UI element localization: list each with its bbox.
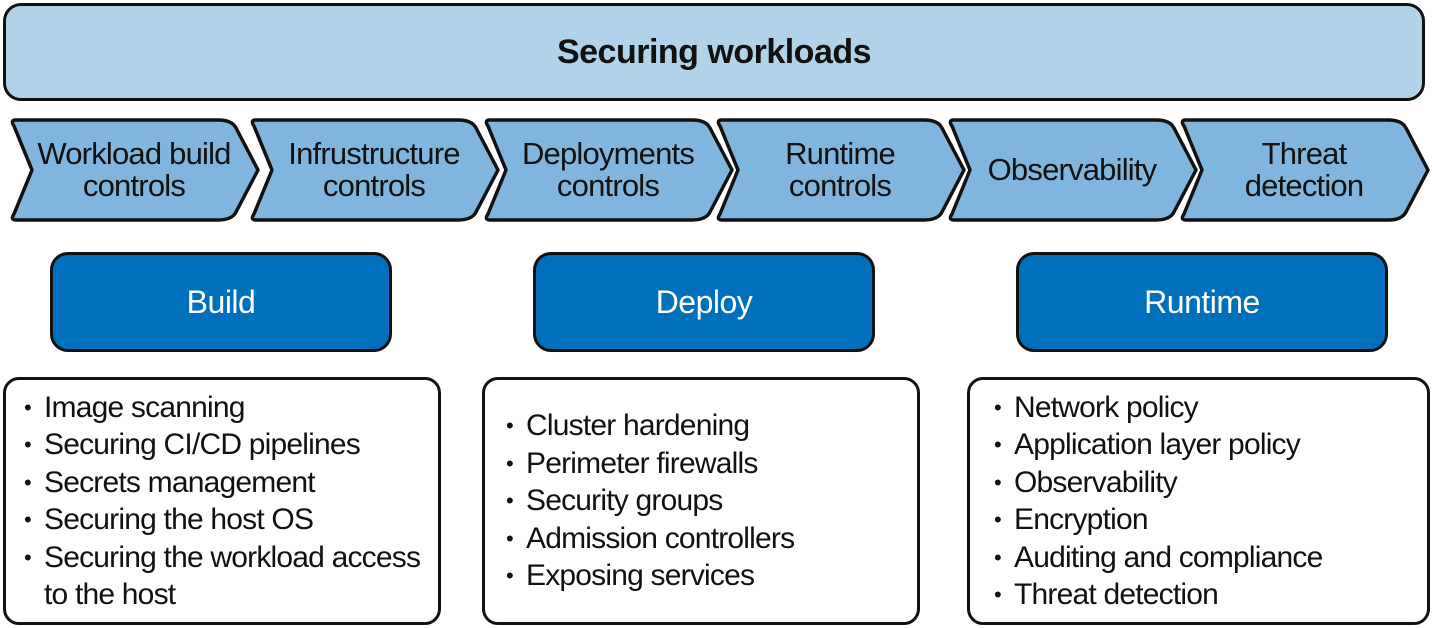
deploy-items-box: Cluster hardening Perimeter firewalls Se…	[482, 377, 920, 625]
list-item: Perimeter firewalls	[506, 445, 917, 483]
control-chevron-3	[716, 118, 966, 222]
phase-build: Build	[50, 252, 392, 352]
list-item: Observability	[994, 464, 1427, 502]
list-item: Network policy	[994, 389, 1427, 427]
list-item: Cluster hardening	[506, 407, 917, 445]
list-item: Securing CI/CD pipelines	[24, 426, 438, 464]
list-item: Admission controllers	[506, 520, 917, 558]
phase-runtime: Runtime	[1016, 252, 1388, 352]
list-item: Image scanning	[24, 389, 438, 427]
list-item: Threat detection	[994, 576, 1427, 614]
phase-deploy-label: Deploy	[655, 283, 753, 320]
build-items-box: Image scanning Securing CI/CD pipelines …	[3, 377, 441, 625]
controls-chevron-row	[10, 118, 1430, 222]
control-chevron-5	[1180, 118, 1430, 222]
runtime-items-box: Network policy Application layer policy …	[967, 377, 1430, 625]
list-item: Securing the workload access to the host	[24, 539, 438, 614]
list-item: Securing the host OS	[24, 501, 438, 539]
list-item: Encryption	[994, 501, 1427, 539]
diagram-title: Securing workloads	[556, 32, 872, 71]
phase-runtime-label: Runtime	[1144, 283, 1260, 320]
phase-build-label: Build	[186, 283, 256, 320]
control-chevron-1	[250, 118, 500, 222]
list-item: Application layer policy	[994, 426, 1427, 464]
phase-deploy: Deploy	[533, 252, 875, 352]
list-item: Secrets management	[24, 464, 438, 502]
list-item: Security groups	[506, 482, 917, 520]
control-chevron-0	[10, 118, 260, 222]
list-item: Auditing and compliance	[994, 539, 1427, 577]
list-item: Exposing services	[506, 557, 917, 595]
control-chevron-4	[948, 118, 1198, 222]
title-banner: Securing workloads	[3, 3, 1425, 101]
control-chevron-2	[484, 118, 734, 222]
